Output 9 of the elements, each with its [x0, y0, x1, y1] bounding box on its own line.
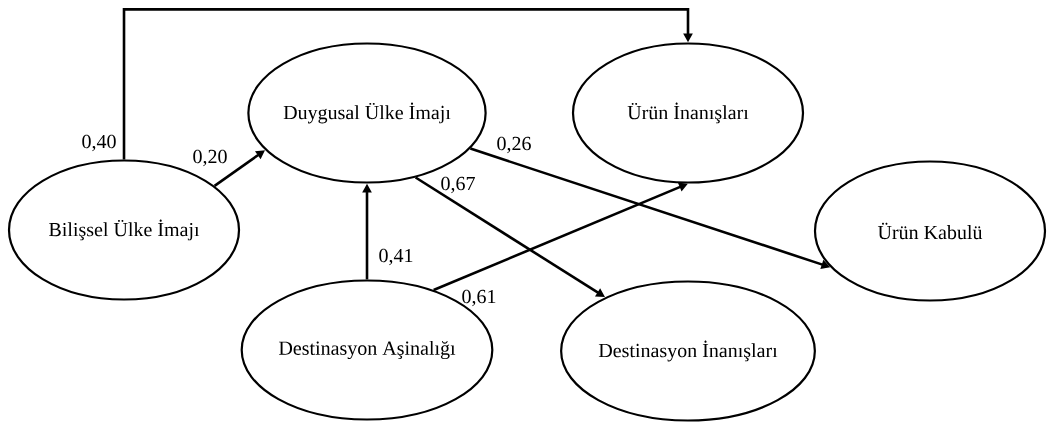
ellipse-node: Ürün Kabulü [813, 160, 1047, 302]
ellipse-node: Destinasyon İnanışları [560, 280, 816, 422]
arrow [122, 8, 693, 160]
edge-label: 0,40 [82, 134, 116, 152]
edge-label: 0,61 [462, 289, 496, 307]
edge-label: 0,26 [497, 136, 531, 154]
edge-label: 0,41 [379, 248, 413, 266]
ellipse-node: Ürün İnanışları [571, 42, 805, 184]
arrow [213, 150, 265, 187]
